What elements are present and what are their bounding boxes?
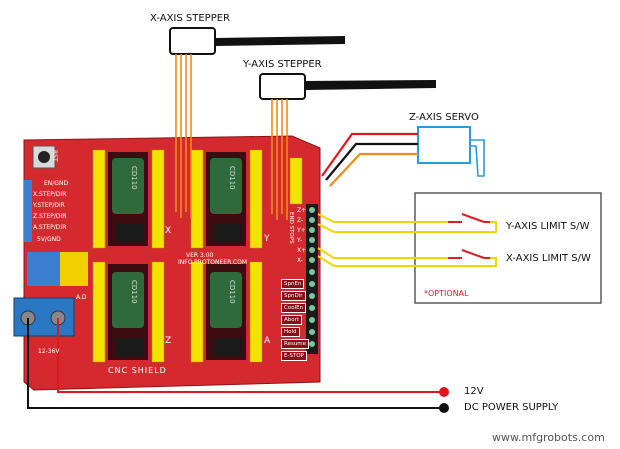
website-label: INFO.PROTONEER.COM: [178, 259, 248, 266]
x-stepper-wires: [175, 54, 192, 218]
optional-limit-switch-box: [414, 192, 602, 304]
pin-e-stop: E-STOP: [281, 351, 307, 361]
a-d-label: A.D: [76, 294, 87, 301]
rst-label: RST: [51, 150, 58, 162]
endstop-y-minus: Y-: [297, 237, 303, 244]
endstop-y-plus: Y+: [297, 227, 306, 234]
12v-terminal-dot: [439, 387, 449, 397]
12v-label: 12V: [464, 386, 484, 397]
endstop-x-minus: X-: [297, 257, 303, 264]
capacitor-label-3: CD110: [130, 280, 138, 304]
x-axis-stepper-label: X-AXIS STEPPER: [150, 13, 231, 24]
y-axis-stepper-motor: [259, 73, 436, 100]
power-range-label: 12-36V: [38, 348, 60, 355]
y-stepper-wires: [271, 99, 288, 220]
left-header-pins: [24, 180, 88, 286]
right-header-pins: [306, 204, 318, 354]
servo-wires: [321, 132, 418, 187]
endstop-z-plus: Z+: [297, 207, 307, 214]
capacitor-label-1: CD110: [130, 166, 138, 190]
driver-y-letter: Y: [264, 234, 270, 244]
driver-headers: [92, 149, 303, 363]
limit-switch-wires: [317, 213, 497, 267]
z-axis-servo-label: Z-AXIS SERVO: [409, 112, 479, 123]
ground-terminal-dot: [439, 403, 449, 413]
endstop-z-minus: Z-: [297, 217, 304, 224]
limit-switch-symbols: [448, 213, 490, 259]
power-terminal-block: [13, 297, 75, 337]
driver-x-letter: X: [165, 226, 172, 236]
driver-a-letter: A: [264, 336, 271, 346]
pin-abort: Abort: [281, 315, 303, 325]
y-axis-stepper-label: Y-AXIS STEPPER: [243, 59, 322, 70]
pin-en-gnd: EN/GND: [44, 180, 69, 187]
pin-a-step-dir: A.STEP/DIR: [33, 224, 67, 231]
endstop-x-plus: X+: [297, 247, 307, 254]
end-stops-label: END STOPS: [288, 212, 294, 244]
board-name: CNC SHIELD: [108, 366, 167, 375]
watermark: www.mfgrobots.com: [492, 431, 605, 444]
capacitor-label-4: CD110: [228, 280, 236, 304]
pin-5v-gnd: 5V/GND: [37, 236, 61, 243]
power-wires: [27, 318, 444, 409]
pin-spndir: SpnDir: [281, 291, 306, 301]
version-label: VER 3.00: [186, 252, 214, 259]
x-axis-limit-label: X-AXIS LIMIT S/W: [506, 253, 591, 264]
reset-button-cap: [38, 151, 50, 163]
x-axis-stepper-motor: [169, 27, 345, 55]
z-axis-servo: [417, 126, 485, 177]
pin-hold: Hold: [281, 327, 300, 337]
pin-x-step-dir: X.STEP/DIR: [33, 191, 67, 198]
dc-power-supply-label: DC POWER SUPPLY: [464, 402, 559, 413]
y-axis-limit-label: Y-AXIS LIMIT S/W: [506, 221, 590, 232]
pin-coolen: CoolEn: [281, 303, 307, 313]
pin-z-step-dir: Z.STEP/DIR: [33, 213, 67, 220]
pin-spnen: SpnEn: [281, 279, 305, 289]
driver-z-letter: Z: [165, 336, 172, 346]
pin-y-step-dir: Y.STEP/DIR: [33, 202, 65, 209]
pin-resume: Resume: [281, 339, 310, 349]
optional-note: *OPTIONAL: [424, 289, 469, 298]
capacitor-label-2: CD110: [228, 166, 236, 190]
driver-sockets: [108, 152, 246, 360]
